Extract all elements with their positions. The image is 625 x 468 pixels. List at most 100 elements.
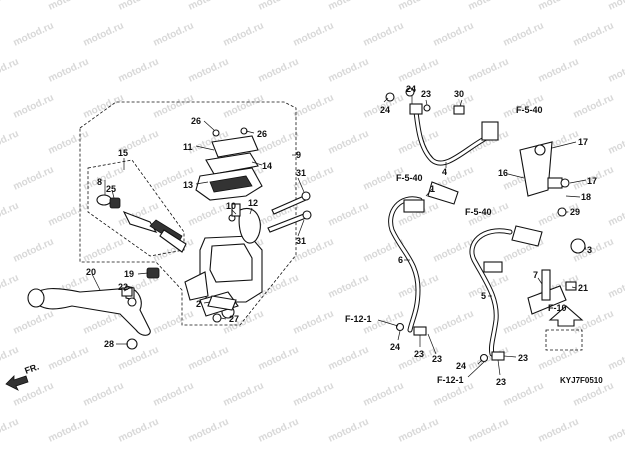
piston-kit bbox=[96, 194, 187, 253]
part-label-7: 7 bbox=[533, 270, 538, 280]
watermark-text: motod.ru bbox=[47, 128, 91, 156]
part-label-24b: 24 bbox=[406, 84, 416, 94]
brake-switch bbox=[207, 295, 237, 311]
part-label-23e: 23 bbox=[518, 353, 528, 363]
pivot-nut bbox=[146, 267, 160, 279]
watermark-text: motod.ru bbox=[12, 308, 56, 336]
part-label-26a: 26 bbox=[191, 116, 201, 126]
watermark-text: motod.ru bbox=[222, 92, 266, 120]
part-label-13: 13 bbox=[183, 180, 193, 190]
part-label-8: 8 bbox=[97, 177, 102, 187]
watermark-text: motod.ru bbox=[47, 0, 91, 13]
watermark-text: motod.ru bbox=[257, 0, 301, 13]
watermark-text: motod.ru bbox=[82, 92, 126, 120]
watermark-text: motod.ru bbox=[47, 416, 91, 444]
ref-label-f121-a: F-12-1 bbox=[345, 314, 372, 324]
watermark-text: motod.ru bbox=[607, 0, 625, 13]
watermark-text: motod.ru bbox=[12, 164, 56, 192]
watermark-text: motod.ru bbox=[82, 380, 126, 408]
watermark-text: motod.ru bbox=[222, 380, 266, 408]
part-label-22: 22 bbox=[118, 282, 128, 292]
valve-cap bbox=[570, 238, 586, 254]
watermark-text: motod.ru bbox=[397, 0, 441, 13]
watermark-text: motod.ru bbox=[362, 380, 406, 408]
brake-hose-assembly: 24 24 23 30 4 1 16 17 17 18 29 3 7 21 6 … bbox=[345, 84, 597, 387]
part-label-30: 30 bbox=[454, 89, 464, 99]
watermark-text: motod.ru bbox=[0, 344, 21, 372]
watermark-text: motod.ru bbox=[327, 272, 371, 300]
mounting-bolts bbox=[231, 191, 312, 233]
watermark-text: motod.ru bbox=[607, 272, 625, 300]
watermark-text: motod.ru bbox=[0, 0, 21, 13]
watermark-text: motod.ru bbox=[327, 56, 371, 84]
watermark-text: motod.ru bbox=[572, 92, 616, 120]
watermark-text: motod.ru bbox=[187, 344, 231, 372]
watermark-text: motod.ru bbox=[0, 56, 21, 84]
front-direction-indicator: FR. bbox=[5, 362, 40, 391]
watermark-text: motod.ru bbox=[502, 308, 546, 336]
part-label-23b: 23 bbox=[414, 349, 424, 359]
brake-lever bbox=[27, 285, 151, 336]
watermark-text: motod.ru bbox=[187, 200, 231, 228]
watermark-text: motod.ru bbox=[47, 56, 91, 84]
part-label-28: 28 bbox=[104, 339, 114, 349]
watermark-text: motod.ru bbox=[82, 236, 126, 264]
watermark-text: motod.ru bbox=[187, 0, 231, 13]
f10-outline bbox=[545, 329, 583, 351]
watermark-text: motod.ru bbox=[397, 416, 441, 444]
watermark-text: motod.ru bbox=[607, 128, 625, 156]
watermark-text: motod.ru bbox=[432, 308, 476, 336]
watermark-text: motod.ru bbox=[0, 200, 21, 228]
watermark-text: motod.ru bbox=[327, 128, 371, 156]
hose-clamp-6 bbox=[403, 199, 425, 213]
watermark-text: motod.ru bbox=[467, 416, 511, 444]
part-label-23d: 23 bbox=[496, 377, 506, 387]
leader-lines-left bbox=[91, 120, 305, 345]
part-label-24d: 24 bbox=[456, 361, 466, 371]
leader-lines-right bbox=[377, 96, 587, 378]
watermark-text: motod.ru bbox=[537, 344, 581, 372]
front-direction-label: FR. bbox=[23, 362, 40, 376]
watermark-layer: motod.ru motod.ru motod.ru motod.ru motod.ru… bbox=[0, 0, 625, 445]
part-label-16: 16 bbox=[498, 168, 508, 178]
pivot-bolt bbox=[126, 338, 138, 350]
part-label-5: 5 bbox=[481, 291, 486, 301]
part-label-19: 19 bbox=[124, 269, 134, 279]
part-label-24c: 24 bbox=[390, 342, 400, 352]
part-label-24a: 24 bbox=[380, 105, 390, 115]
part-label-17b: 17 bbox=[587, 176, 597, 186]
watermark-text: motod.ru bbox=[432, 236, 476, 264]
part-label-20: 20 bbox=[86, 267, 96, 277]
part-label-23c: 23 bbox=[432, 354, 442, 364]
watermark-text: motod.ru bbox=[187, 416, 231, 444]
f10-arrow bbox=[548, 305, 584, 327]
part-label-1: 1 bbox=[430, 184, 435, 194]
watermark-text: motod.ru bbox=[502, 20, 546, 48]
part-label-27: 27 bbox=[229, 314, 239, 324]
hose-joint-upper bbox=[481, 121, 499, 141]
part-label-31a: 31 bbox=[296, 168, 306, 178]
pivot-collar bbox=[121, 287, 133, 297]
watermark-text: motod.ru bbox=[397, 56, 441, 84]
part-label-17a: 17 bbox=[578, 137, 588, 147]
diagram-code: KYJ7F0510 bbox=[560, 376, 603, 385]
washer-top-24 bbox=[385, 92, 395, 102]
watermark-text: motod.ru bbox=[0, 272, 21, 300]
watermark-text: motod.ru bbox=[292, 20, 336, 48]
master-cylinder-assembly: 26 26 11 14 13 9 15 8 25 10 12 31 31 20 … bbox=[27, 101, 312, 350]
watermark-text: motod.ru bbox=[47, 344, 91, 372]
ref-label-f540-b: F-5-40 bbox=[396, 173, 423, 183]
watermark-text: motod.ru bbox=[257, 416, 301, 444]
part-label-31b: 31 bbox=[296, 236, 306, 246]
watermark-text: motod.ru bbox=[537, 0, 581, 13]
watermark-text: motod.ru bbox=[152, 308, 196, 336]
watermark-text: motod.ru bbox=[327, 200, 371, 228]
watermark-text: motod.ru bbox=[467, 0, 511, 13]
watermark-text: motod.ru bbox=[327, 344, 371, 372]
watermark-text: motod.ru bbox=[292, 308, 336, 336]
part-label-6: 6 bbox=[398, 255, 403, 265]
watermark-text: motod.ru bbox=[222, 20, 266, 48]
ref-label-f121-b: F-12-1 bbox=[437, 375, 464, 385]
part-label-2: 2 bbox=[196, 299, 201, 309]
watermark-text: motod.ru bbox=[607, 56, 625, 84]
